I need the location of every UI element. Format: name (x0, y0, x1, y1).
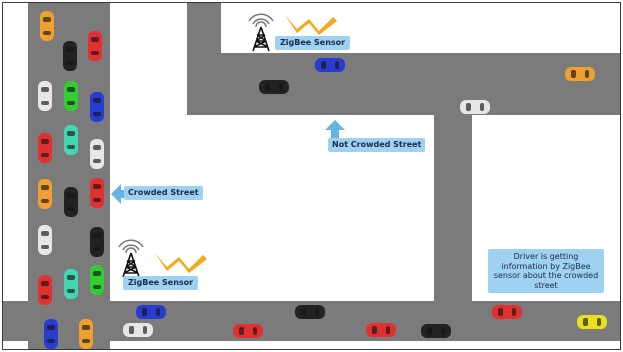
car (123, 323, 153, 337)
car (259, 80, 289, 94)
car (90, 92, 104, 122)
car (64, 269, 78, 299)
car (38, 133, 52, 163)
car (421, 324, 451, 338)
car (64, 125, 78, 155)
sensor-top-label: ZigBee Sensor (275, 36, 351, 50)
car (64, 81, 78, 111)
top-horizontal-road (187, 53, 620, 115)
car (38, 179, 52, 209)
car (315, 58, 345, 72)
car (40, 11, 54, 41)
car (90, 178, 104, 208)
car (38, 81, 52, 111)
car (90, 227, 104, 257)
car (460, 100, 490, 114)
car (577, 315, 607, 329)
car (63, 41, 77, 71)
car (38, 275, 52, 305)
car (565, 67, 595, 81)
car (79, 319, 93, 349)
car (295, 305, 325, 319)
zigbee-tower-bottom-icon (118, 239, 144, 278)
car (38, 225, 52, 255)
lightning-bottom-icon (155, 253, 207, 273)
car (366, 323, 396, 337)
car (90, 265, 104, 295)
car (90, 139, 104, 169)
up-arrow-icon (325, 120, 345, 138)
crowded-street-label: Crowded Street (124, 186, 203, 200)
zigbee-tower-top-icon (248, 13, 274, 52)
lightning-top-icon (285, 15, 337, 35)
middle-vertical-road (434, 103, 472, 303)
left-arrow-icon (111, 184, 129, 204)
sensor-bottom-label: ZigBee Sensor (123, 276, 199, 290)
car (44, 319, 58, 349)
car (233, 324, 263, 338)
car (88, 31, 102, 61)
driver-info-note: Driver is getting information by ZigBee … (488, 249, 604, 294)
car (64, 187, 78, 217)
car (492, 305, 522, 319)
car (136, 305, 166, 319)
not-crowded-street-label: Not Crowded Street (328, 138, 426, 152)
